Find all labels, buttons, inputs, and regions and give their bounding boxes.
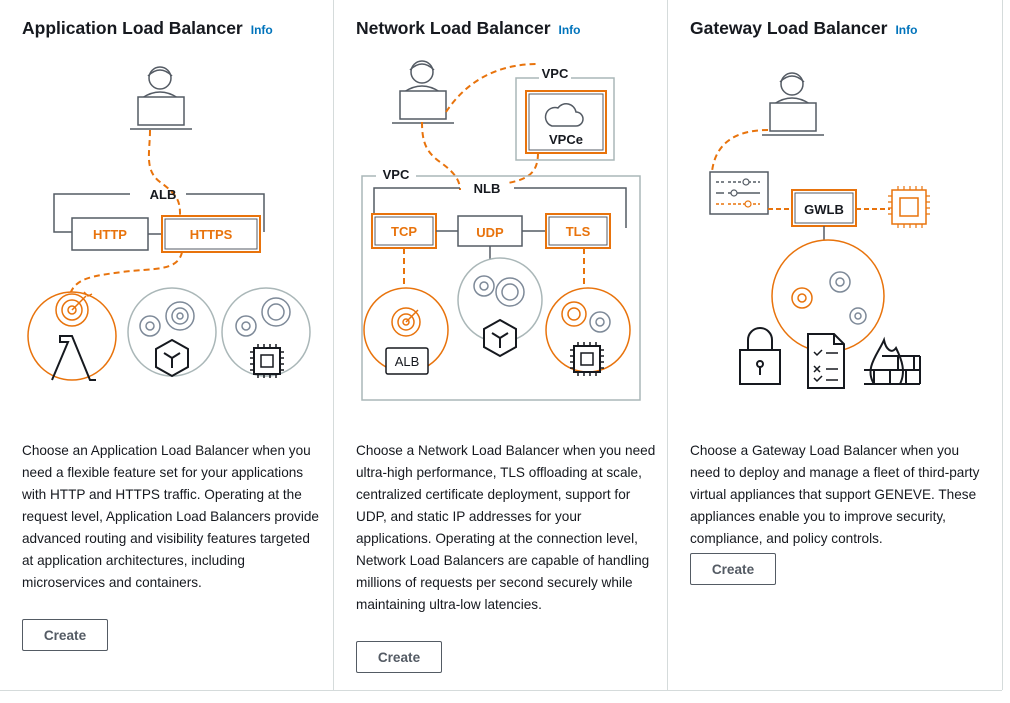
firewall-icon — [864, 336, 921, 385]
create-alb-button[interactable]: Create — [22, 619, 108, 651]
info-link[interactable]: Info — [558, 23, 581, 37]
container-target-group-icon — [457, 257, 543, 358]
https-listener-box — [161, 215, 261, 253]
gwlb-diagram: GWLB — [709, 72, 930, 389]
card-description: Choose a Network Load Balancer when you … — [356, 443, 656, 612]
card-header: Gateway Load Balancer Info — [690, 18, 917, 39]
nlb-group-label: NLB — [474, 181, 501, 196]
cloud-icon — [544, 103, 584, 127]
tcp-listener-label: TCP — [391, 224, 417, 239]
instance-target-group-icon — [545, 287, 631, 376]
alb-target-group-icon: ALB — [363, 287, 449, 375]
bottom-divider — [0, 690, 1002, 691]
alb-diagram: ALB HTTP HTTPS — [27, 66, 311, 381]
route-table-icon — [709, 171, 769, 215]
udp-listener-box — [457, 215, 523, 247]
lambda-target-group-icon — [27, 291, 117, 381]
udp-listener-label: UDP — [476, 225, 504, 240]
appliance-chip-icon — [888, 186, 930, 228]
vpc-endpoint-box — [525, 90, 607, 154]
load-balancer-types: Application Load Balancer Info ALB HTTP — [0, 0, 1002, 690]
tls-listener-label: TLS — [566, 224, 591, 239]
card-title: Network Load Balancer — [356, 18, 551, 38]
outer-vpc-label: VPC — [383, 167, 410, 182]
card-header: Network Load Balancer Info — [356, 18, 581, 39]
create-gwlb-button[interactable]: Create — [690, 553, 776, 585]
create-nlb-button[interactable]: Create — [356, 641, 442, 673]
card-title: Gateway Load Balancer — [690, 18, 888, 38]
user-laptop-icon — [762, 72, 824, 136]
info-link[interactable]: Info — [250, 23, 273, 37]
nlb-diagram: VPC VPCe VPC NLB TCP UDP — [361, 60, 641, 401]
right-border — [1002, 0, 1003, 690]
http-listener-label: HTTP — [93, 227, 127, 242]
alb-target-label: ALB — [395, 354, 420, 369]
card-gateway-load-balancer: Gateway Load Balancer Info — [668, 0, 1002, 690]
user-laptop-icon — [130, 66, 192, 130]
vpc-endpoint-label: VPCe — [549, 132, 583, 147]
container-target-group-icon — [127, 287, 217, 378]
card-title: Application Load Balancer — [22, 18, 243, 38]
info-link[interactable]: Info — [895, 23, 918, 37]
card-header: Application Load Balancer Info — [22, 18, 273, 39]
http-listener-box — [71, 217, 149, 251]
endpoint-vpc-label: VPC — [542, 66, 569, 81]
https-listener-label: HTTPS — [190, 227, 233, 242]
card-description: Choose an Application Load Balancer when… — [22, 443, 319, 590]
tls-listener-box — [545, 213, 611, 249]
gwlb-label: GWLB — [804, 202, 844, 217]
alb-group-label: ALB — [150, 187, 177, 202]
card-application-load-balancer: Application Load Balancer Info ALB HTTP — [0, 0, 334, 690]
lock-icon — [739, 327, 781, 385]
user-laptop-icon — [392, 60, 454, 124]
checklist-icon — [807, 333, 845, 389]
gwlb-box — [791, 189, 857, 227]
card-description: Choose a Gateway Load Balancer when you … — [690, 443, 980, 546]
instance-target-group-icon — [221, 287, 311, 378]
card-network-load-balancer: Network Load Balancer Info VPC VPCe — [334, 0, 668, 690]
